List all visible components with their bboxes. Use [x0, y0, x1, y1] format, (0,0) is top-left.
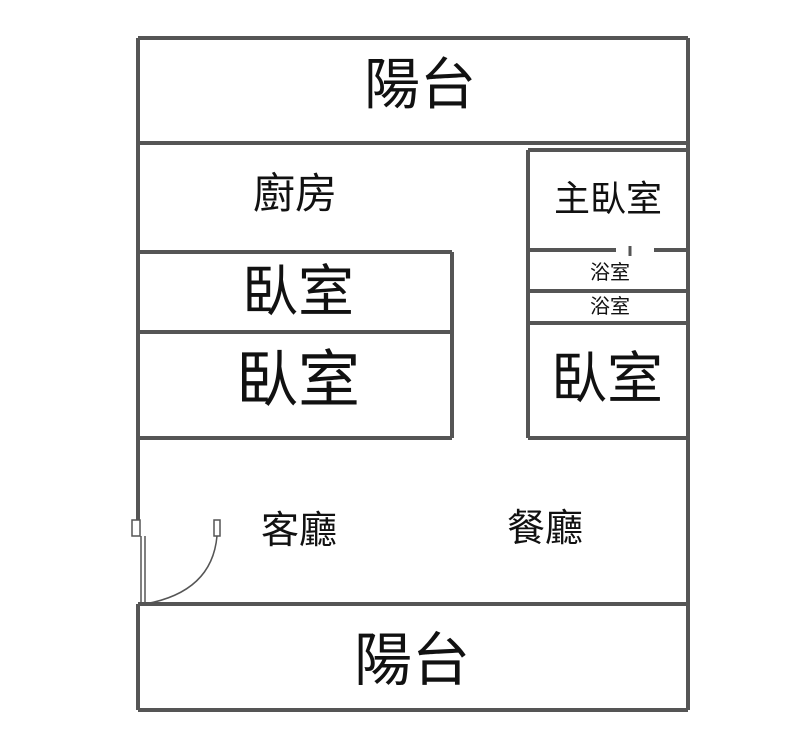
- room-label-living-room: 客廳: [260, 508, 338, 552]
- room-label-balcony-top: 陽台: [364, 53, 476, 118]
- door-swing-arc: [144, 535, 218, 605]
- room-label-bedroom-3: 臥室: [551, 347, 663, 412]
- room-label-balcony-bottom: 陽台: [353, 626, 471, 694]
- door-jamb-left: [131, 519, 141, 537]
- room-label-bathroom-1: 浴室: [590, 260, 630, 284]
- room-label-bedroom-1: 臥室: [242, 260, 354, 325]
- door-jamb-right: [213, 519, 221, 537]
- room-label-bathroom-2: 浴室: [590, 294, 630, 318]
- room-label-kitchen: 廚房: [252, 169, 338, 218]
- room-label-master-bedroom: 主臥室: [553, 179, 663, 220]
- room-label-dining-room: 餐廳: [506, 506, 584, 550]
- room-label-bedroom-2: 臥室: [235, 343, 361, 416]
